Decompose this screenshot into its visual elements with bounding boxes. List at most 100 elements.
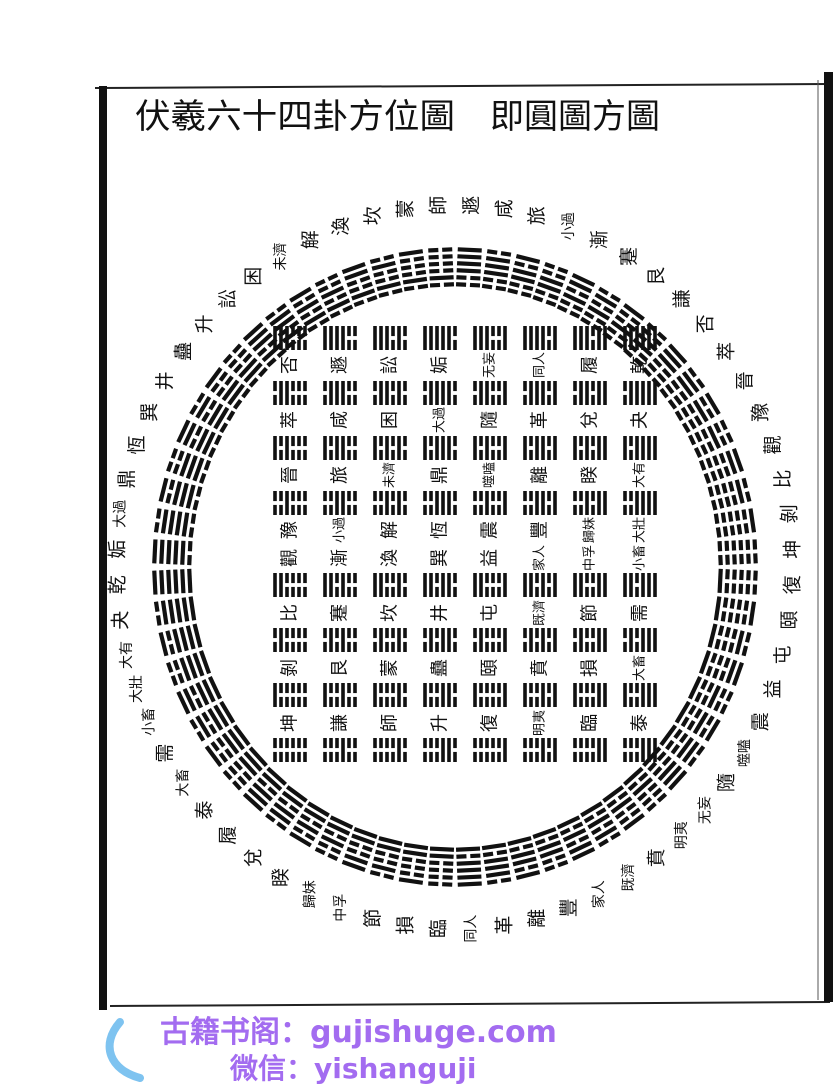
yin-line	[453, 573, 457, 584]
yang-line	[597, 573, 601, 597]
yang-line	[285, 491, 289, 515]
square-hexagram-name: 歸妹	[583, 517, 598, 543]
square-hexagram-name: 坤	[280, 714, 301, 732]
hexagram-泰	[222, 746, 268, 791]
yang-line	[341, 436, 345, 460]
hexagram-屯	[473, 628, 507, 652]
yang-line	[485, 870, 511, 878]
square-hexagram-name: 蠱	[430, 659, 451, 677]
watermark-logo	[105, 1018, 144, 1082]
yin-line	[629, 491, 633, 502]
yin-line	[242, 770, 253, 782]
yang-line	[698, 650, 711, 675]
yin-line	[273, 504, 277, 515]
yin-line	[727, 612, 734, 623]
yang-line	[641, 491, 645, 515]
yin-line	[629, 751, 633, 762]
yin-line	[473, 504, 477, 515]
yang-line	[485, 381, 489, 405]
yin-line	[625, 801, 637, 812]
yang-line	[484, 262, 510, 271]
yin-line	[470, 275, 481, 281]
yang-line	[192, 652, 205, 677]
yin-line	[529, 738, 533, 749]
yin-line	[428, 874, 439, 880]
yang-line	[441, 491, 445, 515]
yang-line	[687, 676, 703, 700]
yin-line	[731, 628, 738, 640]
yang-line	[623, 303, 645, 321]
yang-line	[707, 623, 718, 648]
yin-line	[429, 683, 433, 694]
yin-line	[547, 641, 551, 652]
yin-line	[297, 573, 301, 584]
yang-line	[553, 573, 557, 597]
yin-line	[547, 683, 551, 694]
yin-line	[687, 704, 697, 716]
square-hexagram-name: 解	[380, 521, 401, 539]
yin-line	[383, 254, 395, 261]
yin-line	[585, 628, 589, 639]
square-hexagram-name: 剝	[280, 659, 301, 677]
square-hexagram-name: 乾	[630, 356, 651, 374]
yang-line	[195, 395, 212, 419]
yin-line	[698, 395, 708, 407]
yin-line	[153, 522, 160, 533]
square-hexagram-name: 賁	[530, 659, 551, 677]
yin-line	[752, 584, 758, 595]
yin-line	[736, 524, 743, 535]
yang-line	[341, 573, 345, 597]
yang-line	[213, 406, 230, 430]
yin-line	[303, 436, 307, 447]
yin-line	[598, 286, 609, 296]
yin-line	[435, 573, 439, 584]
yang-line	[207, 708, 224, 731]
square-hexagram-name: 晉	[280, 466, 301, 484]
yin-line	[693, 447, 703, 458]
yang-line	[247, 787, 269, 807]
yin-line	[485, 641, 489, 652]
yin-line	[403, 738, 407, 749]
yin-line	[361, 281, 373, 290]
hexagram-蹇	[323, 628, 357, 652]
circle-hexagram-name: 未濟	[273, 243, 289, 271]
yang-line	[273, 801, 296, 820]
yin-line	[687, 366, 697, 378]
yin-line	[297, 491, 301, 502]
yang-line	[579, 573, 583, 597]
yin-line	[718, 452, 727, 464]
yin-line	[678, 732, 689, 744]
yang-line	[568, 279, 593, 294]
yin-line	[473, 628, 477, 639]
yang-line	[587, 304, 611, 321]
yang-line	[195, 428, 210, 452]
yang-line	[632, 777, 654, 797]
yin-line	[279, 436, 283, 447]
yin-line	[391, 751, 395, 762]
yin-line	[168, 479, 176, 491]
yang-line	[579, 628, 583, 652]
yin-line	[399, 258, 411, 264]
yin-line	[335, 751, 339, 762]
hexagram-解	[314, 272, 354, 319]
yin-line	[203, 459, 212, 471]
hexagram-蒙	[373, 683, 407, 707]
yin-line	[383, 873, 395, 880]
yin-line	[705, 407, 715, 419]
yang-line	[629, 628, 633, 652]
yang-line	[473, 436, 477, 460]
yin-line	[273, 738, 277, 749]
yin-line	[647, 782, 658, 793]
square-hexagram-name: 大壯	[633, 517, 648, 543]
yin-line	[557, 859, 569, 868]
yin-line	[541, 268, 553, 276]
yang-line	[535, 326, 539, 350]
yang-line	[481, 842, 507, 851]
yang-line	[435, 326, 439, 350]
yang-line	[159, 570, 165, 595]
hexagram-升	[423, 738, 457, 762]
yin-line	[303, 394, 307, 405]
yin-line	[541, 858, 553, 866]
yin-line	[303, 339, 307, 350]
yin-line	[739, 569, 744, 581]
